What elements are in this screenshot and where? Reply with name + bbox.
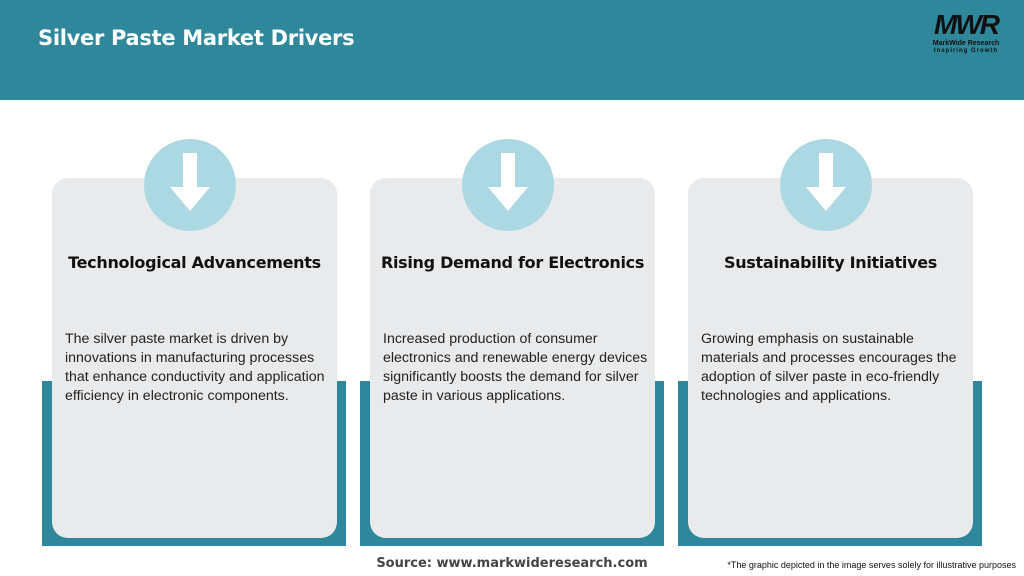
page-title: Silver Paste Market Drivers <box>38 26 355 50</box>
icon-circle <box>144 139 236 231</box>
card-text: Growing emphasis on sustainable material… <box>701 331 957 404</box>
arrow-down-icon <box>806 153 846 211</box>
card-title: Sustainability Initiatives <box>723 253 937 272</box>
driver-card: Technological Advancements The silver pa… <box>52 178 337 538</box>
logo-mark: MWR <box>934 9 1000 40</box>
driver-card: Rising Demand for Electronics Increased … <box>370 178 655 538</box>
driver-card: Sustainability Initiatives Growing empha… <box>688 178 973 538</box>
header-banner: Silver Paste Market Drivers MWR MarkWide… <box>0 0 1024 100</box>
card-title: Rising Demand for Electronics <box>380 253 645 272</box>
icon-circle <box>780 139 872 231</box>
card-text: Increased production of consumer electro… <box>383 331 648 404</box>
logo-tagline: Inspiring Growth <box>934 48 998 54</box>
card-text: The silver paste market is driven by inn… <box>65 331 325 404</box>
logo-name: MarkWide Research <box>932 40 1000 47</box>
arrow-down-icon <box>170 153 210 211</box>
card-title: Technological Advancements <box>68 253 321 272</box>
disclaimer-note: *The graphic depicted in the image serve… <box>727 560 1016 570</box>
markwide-logo: MWR MarkWide Research Inspiring Growth <box>922 10 1010 55</box>
source-text: Source: www.markwideresearch.com <box>376 556 648 571</box>
icon-circle <box>462 139 554 231</box>
arrow-down-icon <box>488 153 528 211</box>
